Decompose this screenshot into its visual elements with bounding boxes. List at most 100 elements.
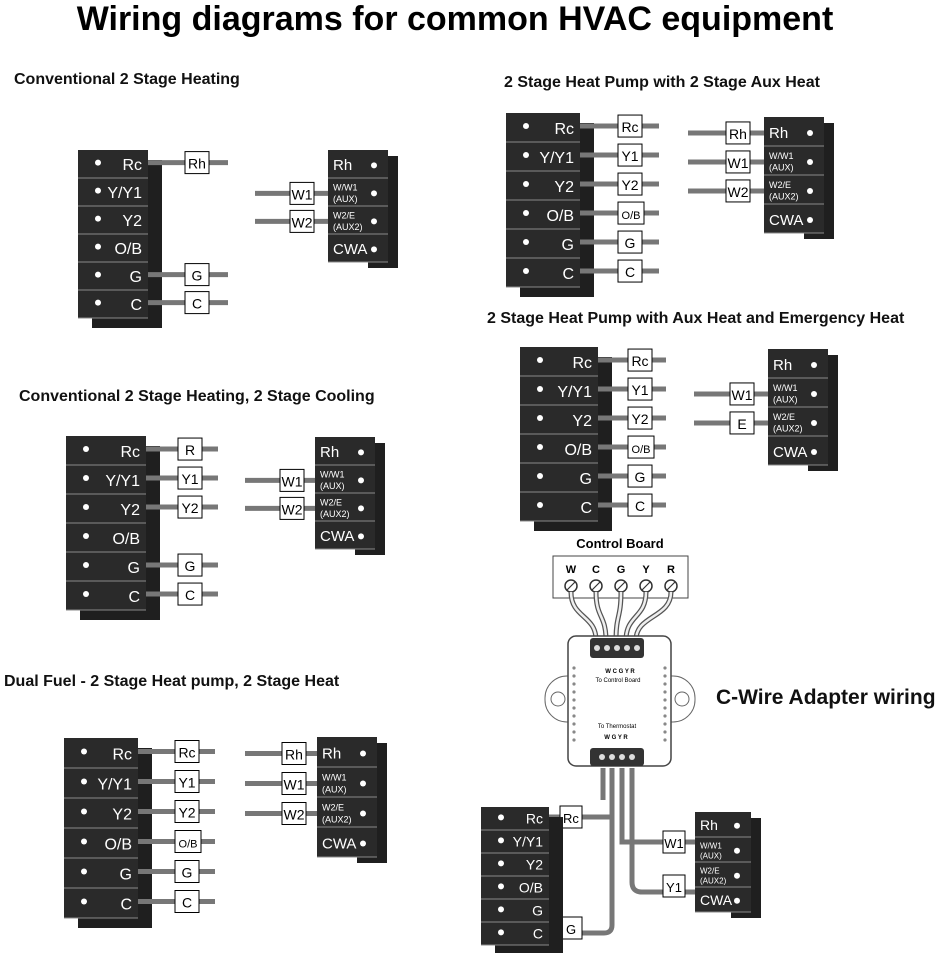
terminal-dot: [95, 187, 101, 194]
wire-g: G: [148, 263, 228, 287]
terminal-g: G: [532, 903, 543, 919]
wire-tag-box: [177, 582, 203, 606]
right-terminal-block: RhW/W1(AUX)W2/E(AUX2)CWA: [695, 812, 761, 918]
wire-tag-w1: W1: [292, 186, 313, 202]
terminal-dot: [523, 239, 529, 246]
vent-dot: [663, 714, 667, 718]
wire-tag-rh: Rh: [729, 126, 747, 142]
wire-w2: W2: [688, 179, 764, 203]
vent-dot: [572, 674, 576, 678]
wire-y2: Y2: [580, 172, 659, 196]
wire-tag-box: [289, 209, 315, 233]
terminal-dot: [734, 822, 740, 829]
terminal-g: G: [128, 560, 140, 577]
vent-dot: [572, 722, 576, 726]
terminal-dot: [734, 847, 740, 854]
terminal-dot: [537, 357, 543, 364]
wire-w1: W1: [255, 181, 328, 205]
wire-tag-y1: Y1: [666, 880, 682, 895]
terminal-w-w1-aux: W/W1: [333, 183, 358, 193]
terminal-dot: [358, 449, 364, 456]
wire-tag-g: G: [182, 865, 193, 881]
connector-pin: [634, 645, 640, 651]
terminal-dot: [83, 504, 89, 511]
wire-y1: Y1: [138, 770, 215, 793]
wire-c: C: [598, 493, 666, 517]
wire-y2: Y2: [598, 406, 666, 430]
terminal-dot: [498, 906, 504, 913]
terminal-dot: [537, 473, 543, 480]
wire-o-b: O/B: [580, 201, 659, 225]
connector-pin: [604, 645, 610, 651]
right-terminal-block: RhW/W1(AUX)W2/E(AUX2)CWA: [315, 437, 385, 555]
wire-tag-y1: Y1: [181, 471, 198, 487]
wire-tag-c: C: [185, 587, 195, 603]
terminal-dot: [83, 591, 89, 598]
terminal-c: C: [533, 926, 543, 942]
terminal-cwa: CWA: [333, 241, 367, 258]
vent-dot: [572, 706, 576, 710]
wire-tag-box: [729, 382, 755, 406]
wire-tag-box: [184, 263, 210, 287]
wire-tag-y2: Y2: [631, 411, 648, 427]
wire-y1: Y1: [580, 143, 659, 167]
terminal-cwa: CWA: [320, 528, 354, 545]
terminal-w2-e-aux2: W2/E: [769, 180, 791, 190]
wire-tag-y1: Y1: [621, 148, 638, 164]
terminal-rh: Rh: [322, 746, 341, 763]
terminal-dot: [371, 218, 377, 225]
wire-tag-rh: Rh: [285, 747, 303, 763]
terminal-dot: [537, 444, 543, 451]
wire-tag-box: [281, 742, 307, 765]
terminal-w-w1-aux-sub: (AUX): [320, 481, 345, 491]
terminal-dot: [371, 162, 377, 169]
wire-tag-w2: W2: [282, 501, 303, 517]
vent-dot: [572, 738, 576, 742]
terminal-dot: [95, 299, 101, 306]
terminal-dot: [807, 216, 813, 223]
wire-w2: W2: [255, 209, 328, 233]
terminal-dot: [83, 475, 89, 482]
terminal-dot: [537, 502, 543, 509]
terminal-w2-e-aux2: W2/E: [320, 498, 342, 508]
screw-slot: [566, 581, 576, 591]
terminal-dot: [537, 415, 543, 422]
terminal-dot: [498, 860, 504, 867]
wire-tag-g: G: [566, 922, 576, 937]
wire-r: R: [146, 437, 218, 461]
wire-tag-box: [725, 121, 751, 145]
terminal-dot: [498, 837, 504, 844]
wire-tag-box: [627, 348, 653, 372]
wire-tag-w1: W1: [732, 387, 753, 403]
wire-tag-box: [627, 377, 653, 401]
wire-tag-box: [177, 553, 203, 577]
terminal-rc: Rc: [122, 157, 142, 174]
terminal-dot: [811, 448, 817, 455]
wire-w1: W1: [694, 382, 768, 406]
wire-tag-box: [617, 114, 643, 138]
terminal-dot: [734, 897, 740, 904]
terminal-dot: [81, 778, 87, 785]
wire-rc: Rc: [598, 348, 666, 372]
screw-slot: [641, 581, 651, 591]
terminal-w-w1-aux-sub: (AUX): [769, 163, 794, 173]
wire-tag-box: [617, 230, 643, 254]
wire-tag-y2: Y2: [181, 500, 198, 516]
wire-tag-box: [627, 406, 653, 430]
heading-heat-pump-aux-emergency: 2 Stage Heat Pump with Aux Heat and Emer…: [487, 310, 905, 327]
terminal-dot: [498, 929, 504, 936]
adapter-input-wire-core: [594, 591, 608, 641]
terminal-dot: [371, 246, 377, 253]
wire-y2: Y2: [146, 495, 218, 519]
terminal-w2-e-aux2-sub: (AUX2): [773, 424, 803, 434]
wire-tag-box: [289, 181, 315, 205]
terminal-rh: Rh: [700, 817, 718, 833]
terminal-o-b: O/B: [104, 837, 132, 854]
heading-dual-fuel: Dual Fuel - 2 Stage Heat pump, 2 Stage H…: [4, 673, 340, 690]
wire-tag-rc: Rc: [178, 745, 195, 761]
control-board-terminal-w: W: [566, 564, 577, 576]
wire-tag-box: [279, 468, 305, 492]
